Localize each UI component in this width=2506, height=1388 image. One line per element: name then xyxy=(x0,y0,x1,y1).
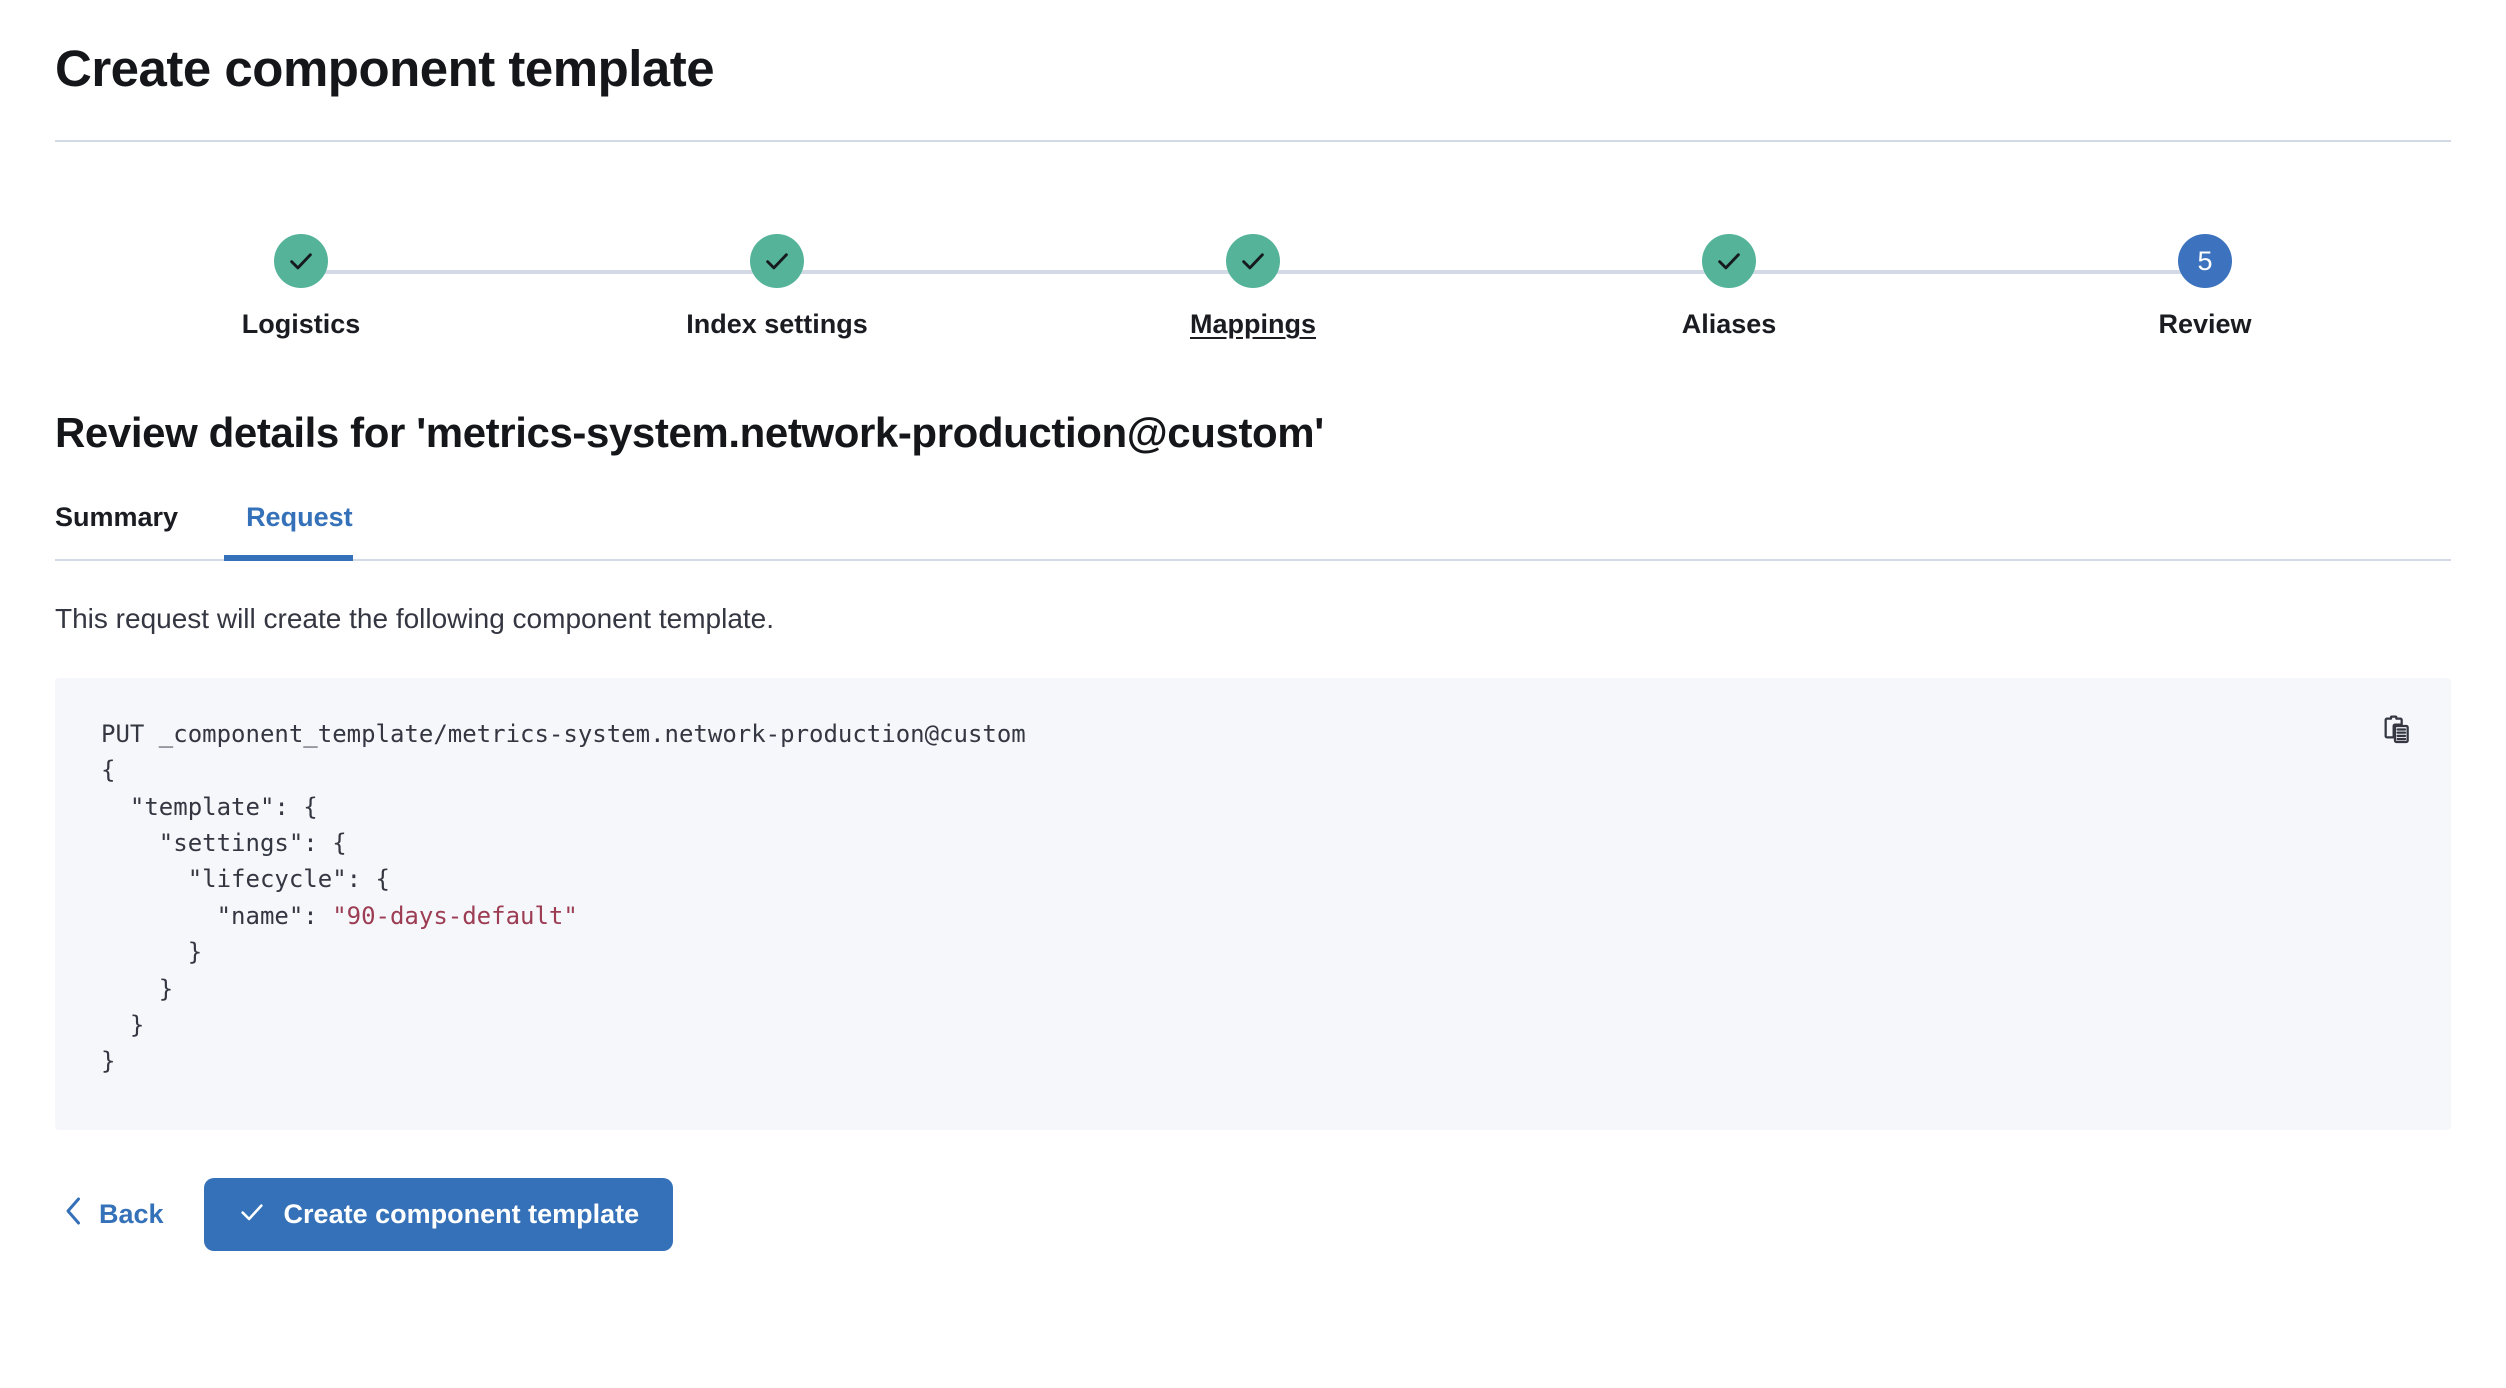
check-icon xyxy=(274,234,328,289)
tab-summary[interactable]: Summary xyxy=(55,497,224,559)
chevron-left-icon xyxy=(63,1196,85,1233)
stepper-step-label: Review xyxy=(2158,309,2252,340)
stepper-step-index-settings[interactable]: Index settings xyxy=(686,234,868,340)
back-button[interactable]: Back xyxy=(55,1186,172,1243)
review-heading: Review details for 'metrics-system.netwo… xyxy=(55,409,1324,457)
check-icon xyxy=(1702,234,1756,289)
request-code-panel: PUT _component_template/metrics-system.n… xyxy=(55,677,2451,1130)
stepper-step-aliases[interactable]: Aliases xyxy=(1669,234,1789,340)
page-title: Create component template xyxy=(55,40,715,97)
code-prefix: PUT _component_template/metrics-system.n… xyxy=(101,719,1026,930)
create-component-template-button-label: Create component template xyxy=(283,1198,640,1229)
tab-request[interactable]: Request xyxy=(224,497,375,561)
stepper-step-mappings[interactable]: Mappings xyxy=(1190,234,1316,340)
stepper-step-label: Logistics xyxy=(241,309,361,340)
request-description: This request will create the following c… xyxy=(55,602,775,634)
check-icon xyxy=(1226,234,1280,289)
copy-to-clipboard-button[interactable] xyxy=(2373,708,2421,756)
step-number: 5 xyxy=(2197,245,2213,276)
clipboard-copy-icon xyxy=(2381,714,2413,749)
check-icon xyxy=(238,1198,266,1231)
back-button-label: Back xyxy=(99,1198,164,1229)
stepper-step-logistics[interactable]: Logistics xyxy=(241,234,361,340)
request-code-block: PUT _component_template/metrics-system.n… xyxy=(101,716,2405,1080)
step-number-badge: 5 xyxy=(2178,234,2232,289)
title-divider xyxy=(55,140,2451,143)
code-string-value: "90-days-default" xyxy=(332,901,578,930)
code-suffix: } } } } xyxy=(101,938,203,1076)
stepper-step-label: Aliases xyxy=(1681,309,1777,340)
footer-actions: Back Create component template xyxy=(55,1177,2451,1251)
stepper-step-label: Index settings xyxy=(686,309,868,340)
check-icon xyxy=(750,234,804,289)
create-component-template-button[interactable]: Create component template xyxy=(203,1177,674,1251)
stepper-step-label: Mappings xyxy=(1190,309,1316,340)
